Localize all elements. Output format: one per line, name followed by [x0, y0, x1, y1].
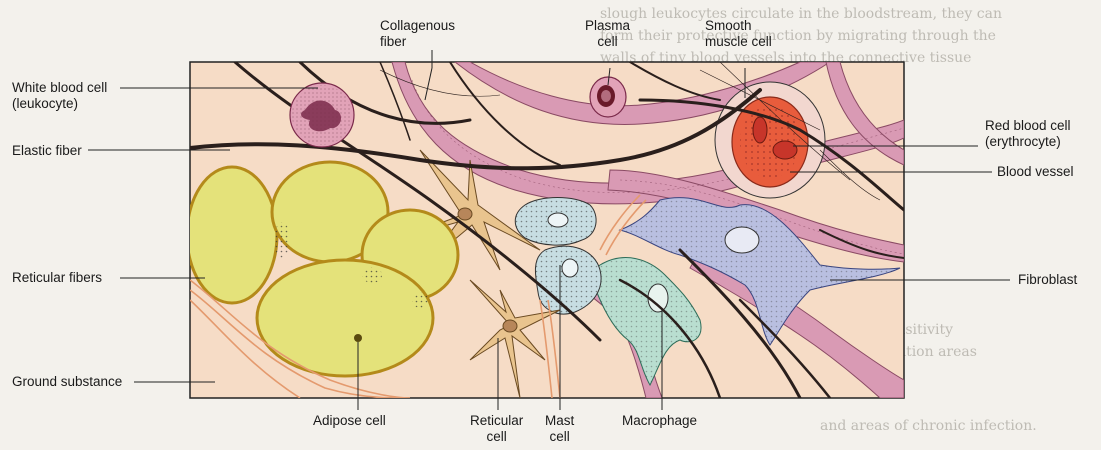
label-collagenous-fiber: Collagenous fiber: [380, 18, 455, 50]
label-fibroblast: Fibroblast: [1018, 272, 1077, 288]
label-adipose-cell: Adipose cell: [313, 413, 386, 429]
white-blood-cell-shape: [290, 83, 354, 147]
blood-vessel: [715, 82, 825, 198]
red-blood-cell-shape: [773, 141, 797, 159]
label-mast-cell: Mast cell: [545, 413, 574, 445]
label-plasma-cell: Plasma cell: [585, 18, 630, 50]
label-elastic-fiber: Elastic fiber: [12, 143, 82, 159]
label-reticular-fibers: Reticular fibers: [12, 270, 102, 286]
label-smooth-muscle-cell: Smooth muscle cell: [705, 18, 772, 50]
label-reticular-cell: Reticular cell: [470, 413, 523, 445]
label-macrophage: Macrophage: [622, 413, 697, 429]
label-white-blood-cell: White blood cell (leukocyte): [12, 80, 107, 112]
label-blood-vessel: Blood vessel: [997, 164, 1074, 180]
label-ground-substance: Ground substance: [12, 374, 122, 390]
label-red-blood-cell: Red blood cell (erythrocyte): [985, 118, 1071, 150]
